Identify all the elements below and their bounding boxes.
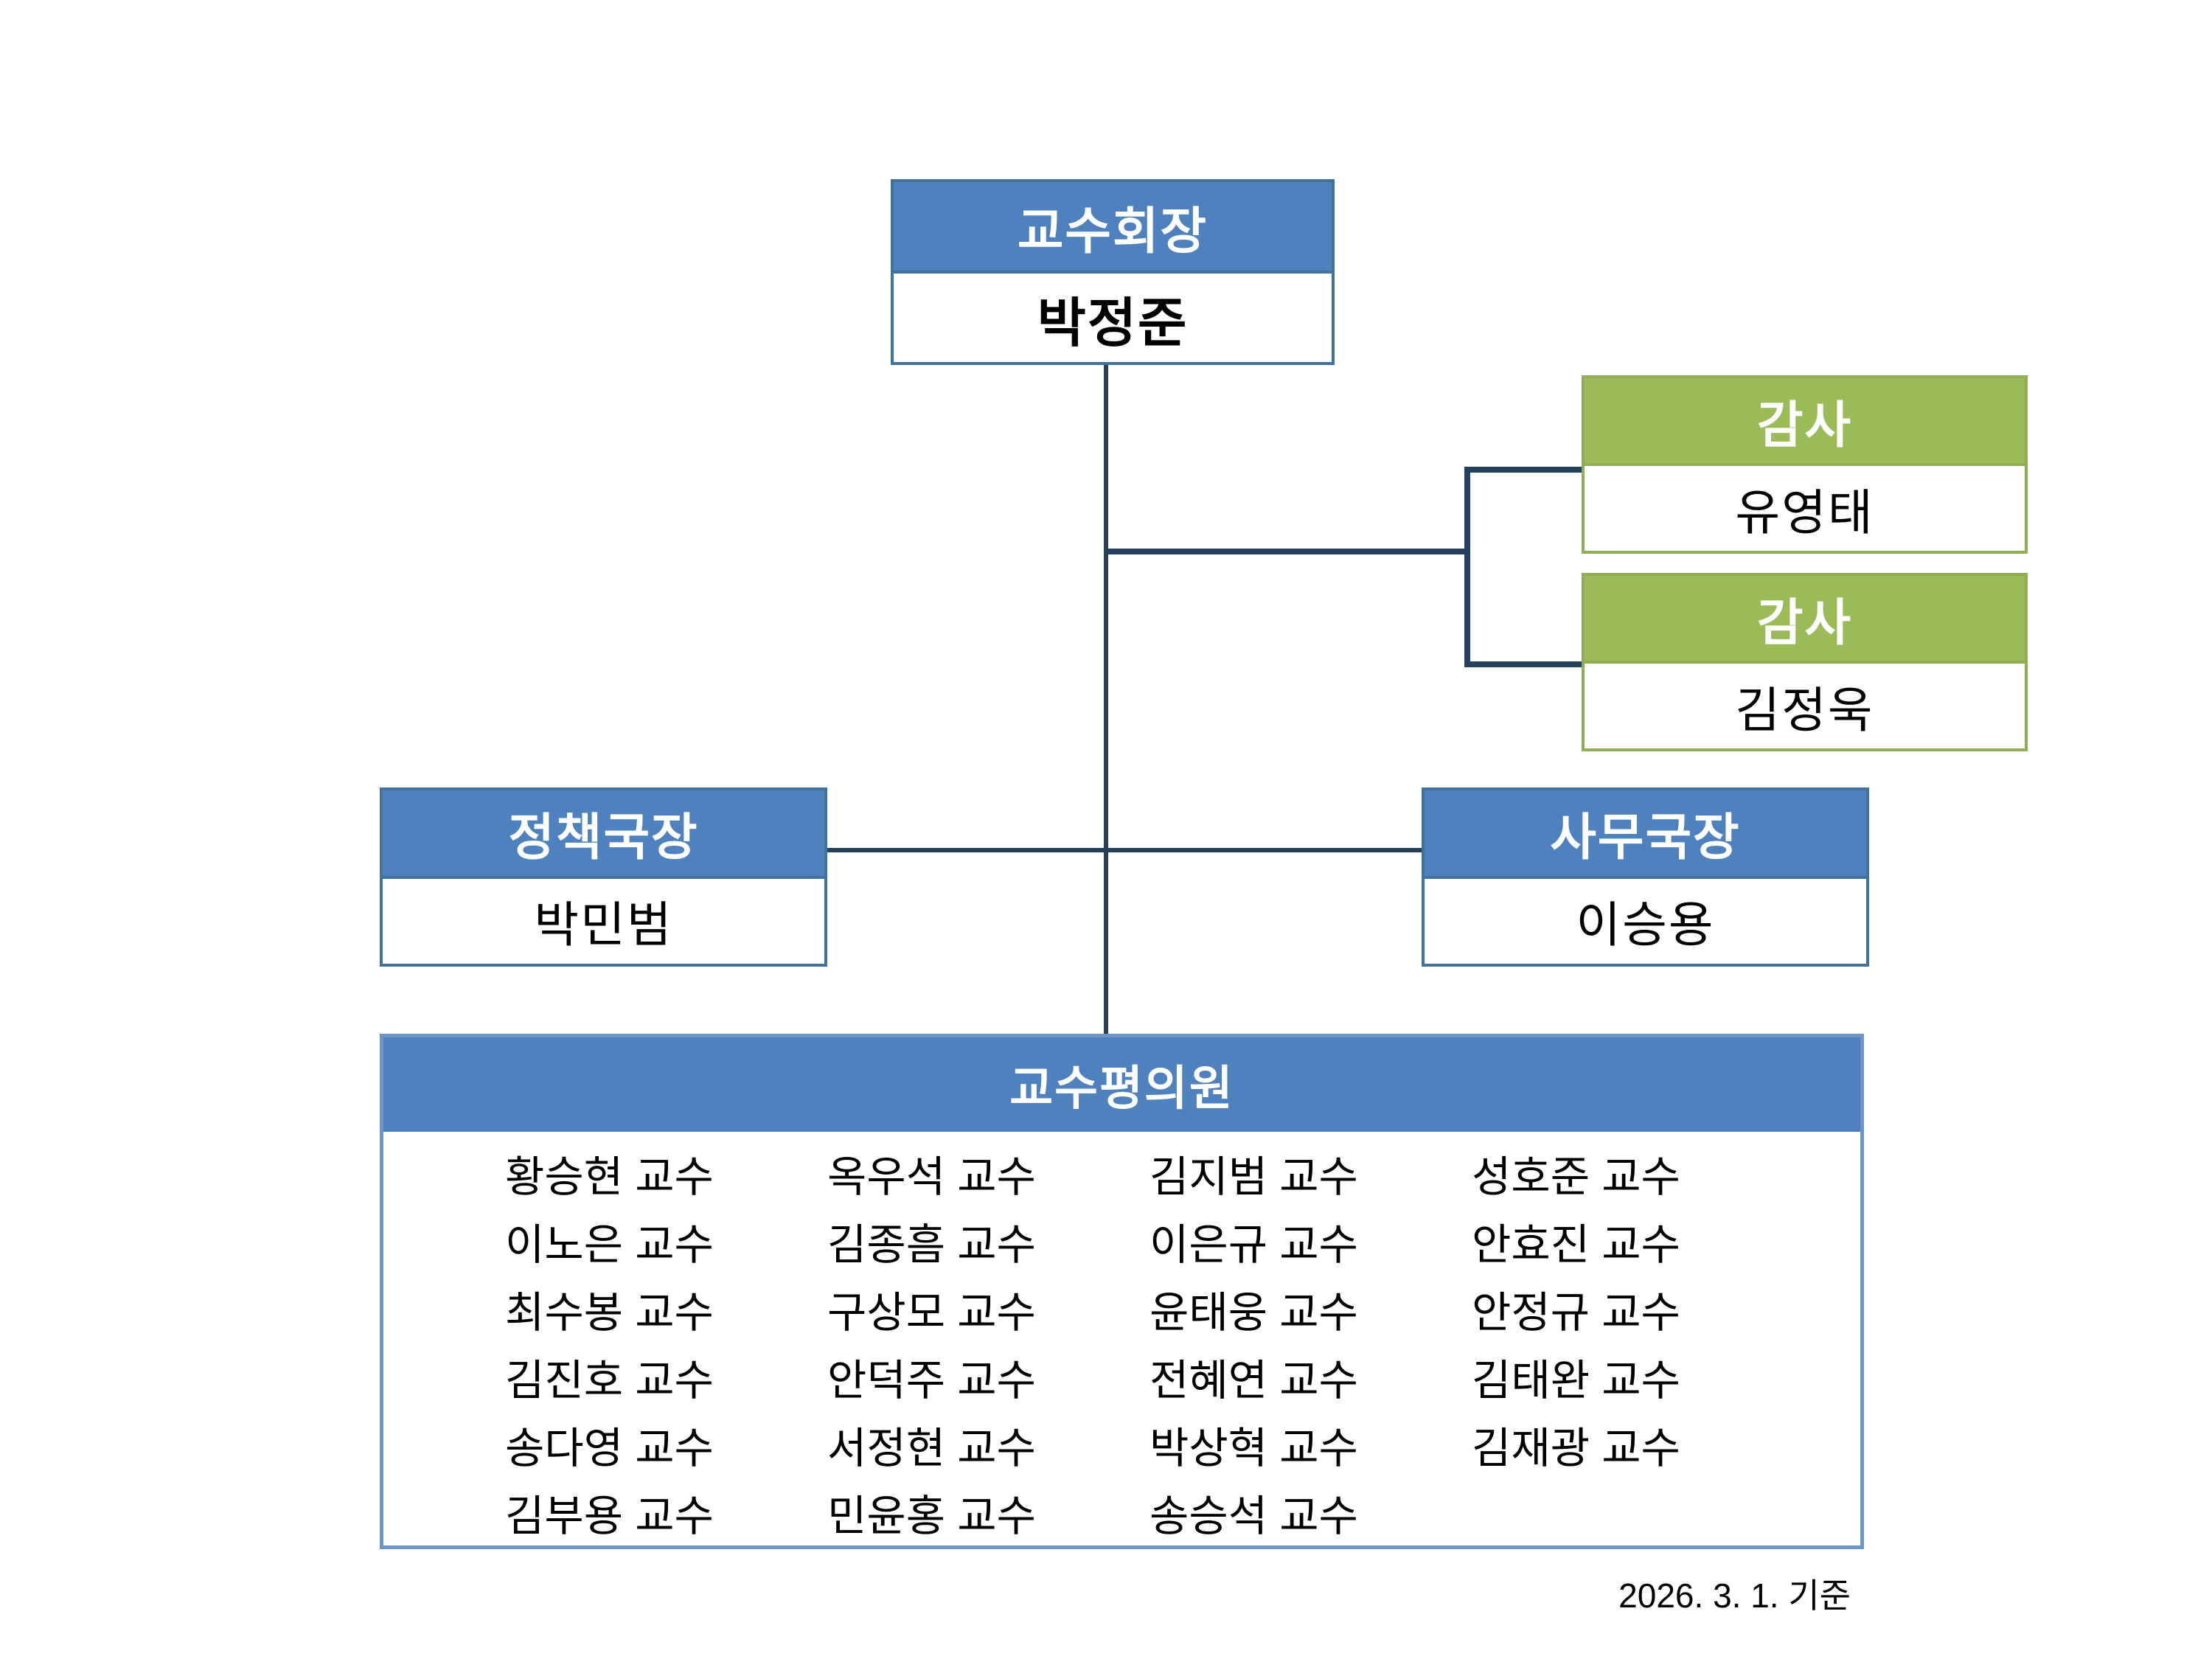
connector-auditors-branch <box>1106 549 1469 554</box>
auditor2-name: 김정욱 <box>1585 661 2025 748</box>
council-member: 김진호 교수 <box>505 1357 714 1405</box>
council-title: 교수평의원 <box>383 1037 1860 1132</box>
council-member: 옥우석 교수 <box>827 1153 1036 1201</box>
president-title: 교수회장 <box>894 182 1332 271</box>
council-member: 구상모 교수 <box>827 1289 1036 1337</box>
council-member: 민윤홍 교수 <box>827 1492 1036 1540</box>
council-member: 김부용 교수 <box>505 1492 714 1540</box>
auditor-box-2: 감사 김정욱 <box>1582 573 2028 751</box>
policy-director-name: 박민범 <box>383 875 824 964</box>
council-member: 박상혁 교수 <box>1150 1425 1358 1472</box>
as-of-date: 2026. 3. 1. 기준 <box>1618 1576 1851 1615</box>
council-member: 황승현 교수 <box>505 1153 714 1201</box>
council-member: 김재광 교수 <box>1472 1425 1680 1472</box>
connector-trunk-vertical <box>1104 364 1108 1035</box>
council-member: 전혜연 교수 <box>1150 1357 1358 1405</box>
president-name: 박정준 <box>894 271 1332 362</box>
council-member: 이노은 교수 <box>505 1221 714 1269</box>
auditor1-title: 감사 <box>1585 378 2025 463</box>
connector-auditors-bracket-vertical <box>1464 467 1470 667</box>
council-member: 안효진 교수 <box>1472 1221 1680 1269</box>
council-member: 성호준 교수 <box>1472 1153 1680 1201</box>
council-member: 이은규 교수 <box>1150 1221 1358 1269</box>
auditor1-name: 유영태 <box>1585 463 2025 551</box>
council-member: 김태완 교수 <box>1472 1357 1680 1405</box>
council-member: 송다영 교수 <box>505 1425 714 1472</box>
council-member: 서정현 교수 <box>827 1425 1036 1472</box>
connector-auditor1-stub <box>1464 467 1583 473</box>
president-box: 교수회장 박정준 <box>891 179 1335 365</box>
policy-director-title: 정책국장 <box>383 790 824 876</box>
council-member: 최수봉 교수 <box>505 1289 714 1337</box>
council-member: 김지범 교수 <box>1150 1153 1358 1201</box>
connector-directors-branch <box>827 848 1423 852</box>
council-member: 송승석 교수 <box>1150 1492 1358 1540</box>
policy-director-box: 정책국장 박민범 <box>380 787 827 967</box>
council-member: 윤태웅 교수 <box>1150 1289 1358 1337</box>
council-member: 안정규 교수 <box>1472 1289 1680 1337</box>
secretary-general-title: 사무국장 <box>1425 790 1866 876</box>
secretary-general-name: 이승용 <box>1425 875 1866 964</box>
council-member: 안덕주 교수 <box>827 1357 1036 1405</box>
council-member: 김종흠 교수 <box>827 1221 1036 1269</box>
auditor-box-1: 감사 유영태 <box>1582 375 2028 554</box>
secretary-general-box: 사무국장 이승용 <box>1422 787 1869 967</box>
auditor2-title: 감사 <box>1585 576 2025 661</box>
connector-auditor2-stub <box>1464 661 1583 667</box>
